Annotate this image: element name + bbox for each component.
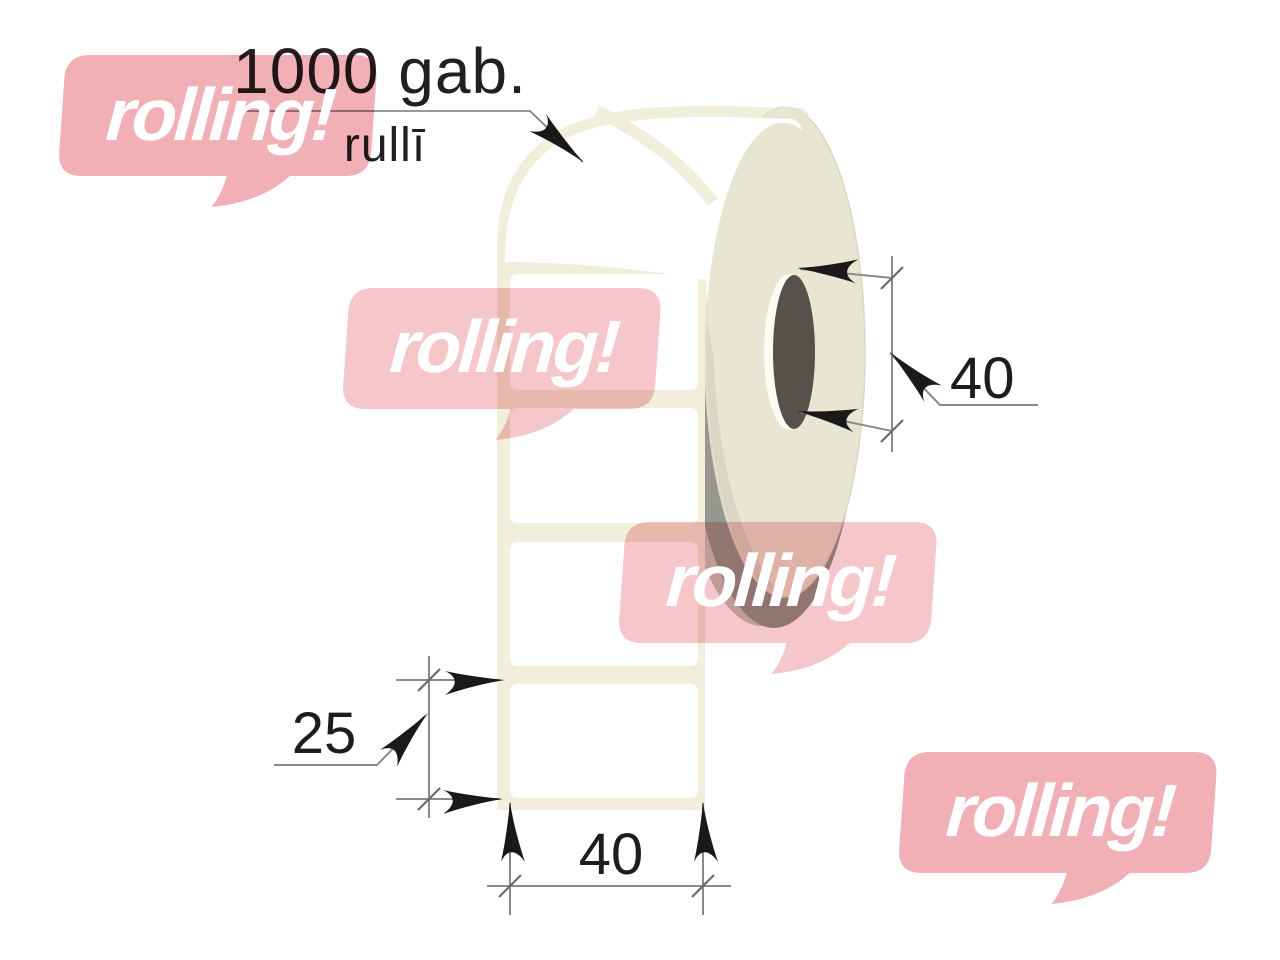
label-roll	[672, 106, 866, 628]
label-blank	[510, 408, 698, 523]
watermark-text: rolling!	[944, 769, 1179, 852]
label-gap-on-curve	[594, 105, 718, 206]
arrowhead-icon	[443, 790, 503, 814]
dim-label-height: 25	[274, 656, 505, 818]
watermark-bubble-mid-right: rolling!	[615, 522, 938, 674]
watermark-text: rolling!	[388, 305, 623, 388]
tick-mark	[498, 874, 522, 898]
watermark-text: rolling!	[664, 539, 899, 622]
dim-label-width: 40	[487, 802, 731, 915]
watermark-bubble-top-left: rolling!	[55, 55, 378, 207]
label-on-curve	[505, 117, 802, 305]
core-diameter-value: 40	[950, 346, 1015, 411]
label-height-value: 25	[292, 701, 357, 766]
tick-mark	[417, 787, 441, 811]
tick-mark	[417, 668, 441, 692]
label-width-value: 40	[579, 822, 644, 887]
label-blank	[510, 684, 698, 798]
arrowhead-icon	[445, 671, 505, 695]
arrowhead-icon	[501, 802, 525, 862]
dim-core-diameter: 40	[795, 253, 1038, 452]
watermark-bubble-center: rolling!	[339, 288, 662, 440]
tick-mark	[880, 266, 904, 290]
arrowhead-icon	[694, 802, 718, 862]
tick-mark	[880, 419, 904, 443]
watermark-bubble-bottom-right: rolling!	[895, 752, 1218, 904]
tick-mark	[691, 874, 715, 898]
watermark-text: rolling!	[104, 73, 339, 156]
roll-core	[773, 275, 815, 429]
